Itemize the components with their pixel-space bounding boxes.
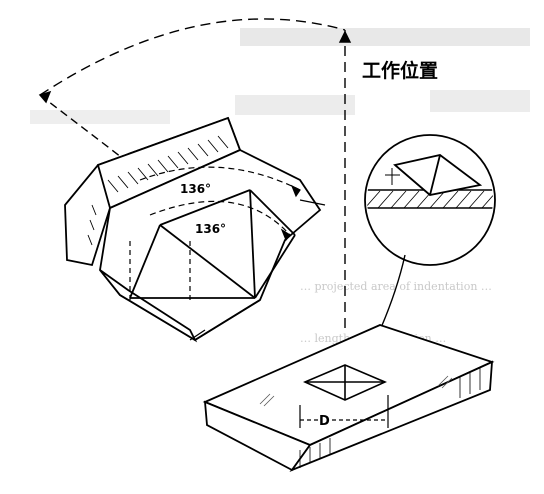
working-position-label: 工作位置 bbox=[362, 60, 439, 82]
angle-marks bbox=[129, 166, 326, 341]
diagonal-label: D bbox=[319, 414, 330, 429]
angle-label-inner: 136° bbox=[195, 222, 226, 236]
angle-label-outer: 136° bbox=[180, 182, 211, 196]
diagonal-dimension bbox=[299, 395, 389, 428]
indentation-mark bbox=[303, 364, 387, 401]
surface-glints bbox=[259, 375, 453, 407]
indenter-body bbox=[64, 116, 322, 343]
swing-arc bbox=[38, 18, 352, 330]
magnified-indentation-detail bbox=[364, 134, 496, 266]
